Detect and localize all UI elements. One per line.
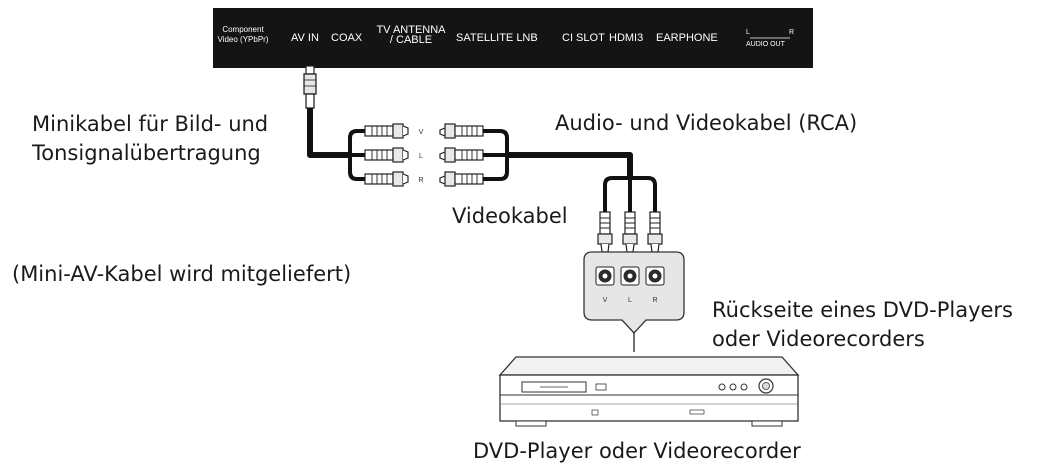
left-rca-plug-l <box>364 147 409 163</box>
dvd-rca-plug-l <box>622 211 638 253</box>
tv-back-panel: Component Video (YPbPr) AV IN COAX TV AN… <box>213 8 813 68</box>
label-mini-cable-line-1: Minikabel für Bild- und <box>32 112 268 136</box>
rca-cable-to-r <box>630 176 657 212</box>
plug-letter-v: V <box>419 129 424 136</box>
right-rca-plug-l <box>439 147 484 163</box>
jack-l <box>620 266 640 286</box>
dvd-rca-plugs <box>597 211 663 253</box>
label-video-cable: Videokabel <box>452 204 568 228</box>
jack-v <box>595 266 615 286</box>
port-antenna-label-1: TV ANTENNA <box>376 24 446 36</box>
rca-cable-to-v <box>603 176 630 212</box>
right-rca-plug-v <box>439 123 484 139</box>
port-coax-label: COAX <box>331 32 363 44</box>
port-ci-slot-label: CI SLOT <box>562 32 605 44</box>
rca-cable-main <box>507 152 633 178</box>
left-rca-plug-v <box>364 123 409 139</box>
mini-av-plug <box>303 65 317 109</box>
plug-letter-r: R <box>418 177 423 184</box>
tv-panel-body <box>213 8 813 68</box>
rca-branch-v <box>483 129 509 155</box>
label-rca-cable: Audio- und Videokabel (RCA) <box>555 111 857 135</box>
label-back-line-2: oder Videorecorders <box>712 327 925 351</box>
right-rca-plug-r <box>439 171 484 187</box>
dvd-back-callout: V L R <box>583 251 685 334</box>
port-component-label-2: Video (YPbPr) <box>218 35 269 44</box>
mini-cable <box>307 108 350 158</box>
port-av-in-label: AV IN <box>291 32 319 44</box>
port-earphone-label: EARPHONE <box>656 32 718 44</box>
port-antenna-label-2: / CABLE <box>390 34 432 46</box>
dvd-top-face <box>498 356 800 376</box>
port-component-label-1: Component <box>222 25 264 34</box>
port-audio-out-l-label: L <box>746 29 750 36</box>
dvd-button-1 <box>718 383 726 391</box>
label-mini-supplied: (Mini-AV-Kabel wird mitgeliefert) <box>12 262 351 286</box>
plug-letter-l: L <box>419 153 423 160</box>
dvd-rca-plug-v <box>597 211 613 253</box>
mini-branch-v <box>348 129 365 155</box>
dvd-button-3 <box>740 383 748 391</box>
jack-r <box>645 266 665 286</box>
right-rca-plugs <box>439 123 484 187</box>
port-satellite-label: SATELLITE LNB <box>456 32 538 44</box>
rca-branch-r <box>483 155 509 181</box>
port-hdmi3-label: HDMI3 <box>609 32 643 44</box>
callout-box <box>583 251 685 334</box>
dvd-button-2 <box>729 383 737 391</box>
jack-letter-r: R <box>652 297 657 304</box>
jack-letter-l: L <box>628 297 632 304</box>
dvd-player-icon <box>498 356 800 427</box>
mini-branch-r <box>348 155 365 181</box>
port-audio-out-r-label: R <box>789 29 794 36</box>
dvd-rca-plug-r <box>647 211 663 253</box>
label-back-line-1: Rückseite eines DVD-Players <box>712 298 1013 322</box>
left-rca-plug-r <box>364 171 409 187</box>
left-rca-plugs <box>364 123 409 187</box>
label-device: DVD-Player oder Videorecorder <box>473 439 801 463</box>
jack-letter-v: V <box>603 297 608 304</box>
label-mini-cable-line-2: Tonsignalübertragung <box>31 141 261 165</box>
port-audio-out-label: AUDIO OUT <box>746 41 786 48</box>
